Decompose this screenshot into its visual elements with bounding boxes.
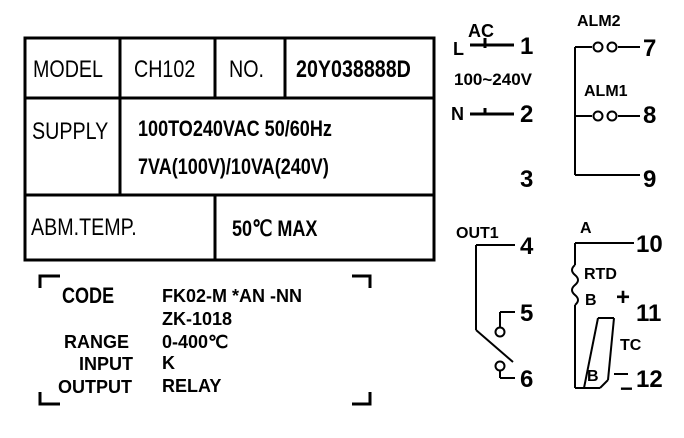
rtd-label: RTD (584, 266, 617, 283)
terminal-8: 8 (643, 102, 657, 129)
terminal-11: 11 (636, 300, 662, 327)
code-line-2: ZK-1018 (162, 309, 233, 329)
output-label: OUTPUT (58, 377, 132, 397)
out1-relay-wiring (475, 244, 515, 379)
sensor-wiring (571, 242, 634, 389)
ac-label: AC (468, 21, 494, 41)
terminal-6: 6 (520, 366, 534, 393)
line-l-label: L (453, 39, 464, 59)
serial-no-label: NO. (229, 56, 264, 83)
ambient-temp-label: ABM.TEMP. (31, 214, 137, 241)
alm1-label: ALM1 (584, 83, 628, 100)
terminal-5: 5 (520, 300, 534, 327)
terminal-1: 1 (520, 33, 534, 60)
nameplate-border (23, 36, 436, 262)
code-block-brackets (38, 274, 372, 406)
model-label: MODEL (33, 56, 103, 83)
sensor-b-upper-label: B (585, 292, 597, 309)
alarm-wiring (574, 41, 640, 176)
code-line-1: FK02-M *AN -NN (162, 286, 303, 306)
terminal-2: 2 (520, 101, 534, 128)
sensor-b-lower-label: B (587, 368, 599, 385)
alm2-label: ALM2 (577, 13, 621, 30)
ambient-temp-value: 50℃ MAX (232, 216, 318, 241)
range-label: RANGE (64, 332, 130, 352)
voltage-label: 100~240V (454, 70, 532, 89)
input-value: K (162, 353, 175, 373)
supply-line-1: 100TO240VAC 50/60Hz (138, 116, 332, 141)
serial-no-value: 20Y038888D (296, 56, 411, 83)
terminal-9: 9 (643, 166, 657, 193)
tc-minus-sign: − (620, 376, 633, 401)
neutral-n-label: N (451, 104, 464, 124)
range-value: 0-400℃ (162, 332, 229, 352)
supply-line-2: 7VA(100V)/10VA(240V) (138, 154, 329, 179)
sensor-a-label: A (580, 220, 592, 237)
model-value: CH102 (134, 56, 196, 83)
terminal-4: 4 (520, 233, 534, 260)
input-label: INPUT (79, 354, 133, 374)
tc-plus-sign: + (616, 284, 631, 311)
terminal-12: 12 (636, 366, 663, 393)
supply-label: SUPPLY (32, 118, 109, 145)
code-label: CODE (62, 283, 115, 308)
terminal-10: 10 (636, 231, 663, 258)
tc-label: TC (620, 337, 642, 354)
power-wiring (470, 38, 514, 116)
out1-label: OUT1 (456, 225, 499, 242)
terminal-3: 3 (520, 166, 534, 193)
terminal-7: 7 (643, 35, 657, 62)
output-value: RELAY (162, 376, 222, 396)
